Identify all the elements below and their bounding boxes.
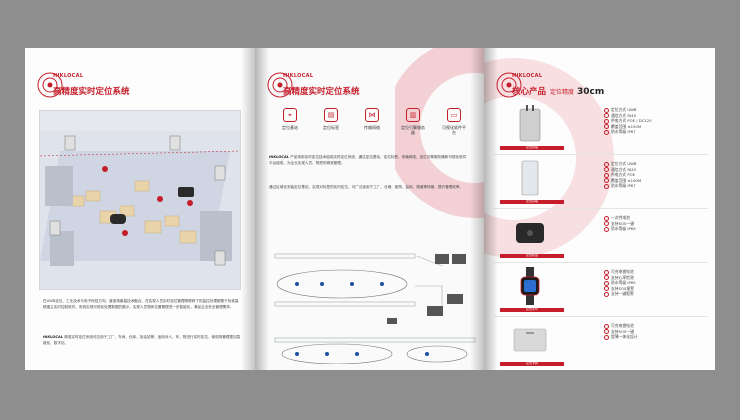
product-name-bar: 定位基站 bbox=[500, 145, 564, 150]
target-logo-icon bbox=[37, 72, 63, 98]
pin-icon: ⌖ bbox=[283, 108, 297, 122]
brand-paragraph: HIKLOCAL 精准实时定位系统可应用于工厂、车间、仓库、加油站等，适用对人、… bbox=[43, 335, 241, 345]
page-fold-shadow bbox=[241, 48, 255, 370]
network-icon: ⋈ bbox=[365, 108, 379, 122]
tag-icon: ▤ bbox=[324, 108, 338, 122]
page-fold-shadow bbox=[255, 48, 269, 370]
page-left: HIKLOCAL 高精度实时定位系统 bbox=[25, 48, 255, 370]
accuracy-label: 定位精度 bbox=[550, 89, 575, 96]
accuracy-value: 30cm bbox=[577, 87, 605, 97]
page-fold-shadow bbox=[484, 48, 498, 370]
brand-label: HIKLOCAL bbox=[53, 73, 84, 79]
target-logo-icon bbox=[267, 72, 293, 98]
component-item: ▥定位引擎服务器 bbox=[400, 108, 426, 135]
page-fold-shadow bbox=[470, 48, 484, 370]
anchor-station-image bbox=[519, 105, 541, 142]
component-icons: ⌖定位基站 ▤定位标签 ⋈传输网络 ▥定位引擎服务器 ▭可视化软件平台 bbox=[277, 108, 467, 135]
product-name-bar: 定位手环 bbox=[500, 307, 564, 312]
panel-station-image bbox=[521, 160, 539, 196]
component-item: ⌖定位基站 bbox=[277, 108, 303, 135]
product-specs: 一次性电池支持SOS一键防水等级 IP65 bbox=[604, 215, 636, 232]
brand-label: HIKLOCAL bbox=[512, 73, 543, 79]
system-topology-diagram bbox=[274, 253, 476, 364]
product-card: 定位卡牌 可充电锂电池支持SOS一键超薄一体化设计 bbox=[494, 318, 708, 370]
server-icon: ▥ bbox=[406, 108, 420, 122]
brand-label: HIKLOCAL bbox=[283, 73, 314, 79]
target-logo-icon bbox=[496, 72, 522, 98]
page-middle: HIKLOCAL 高精度实时定位系统 ⌖定位基站 ▤定位标签 ⋈传输网络 ▥定位… bbox=[255, 48, 484, 370]
deployment-paragraph: 通过区域化安装定位基站，实现对标签的实时定位，可广泛适用于工厂、仓储、医院、监狱… bbox=[269, 185, 464, 189]
decorative-circle bbox=[484, 58, 614, 258]
wristband-image bbox=[520, 267, 540, 305]
component-item: ▤定位标签 bbox=[318, 108, 344, 135]
card-tag-image bbox=[513, 328, 547, 352]
product-name-bar: 定位标签 bbox=[500, 253, 564, 258]
system-paragraph: HIKLOCAL 产品采用实时定位技术组成实时定位系统，通过定位基站、定位标签、… bbox=[269, 155, 467, 165]
page-title: 高精度实时定位系统 bbox=[283, 87, 360, 97]
product-specs: 可充电锂电池支持SOS一键超薄一体化设计 bbox=[604, 323, 638, 340]
decorative-circle bbox=[395, 48, 484, 218]
warehouse-scene bbox=[39, 110, 241, 290]
product-name-bar: 定位卡牌 bbox=[500, 361, 564, 366]
tag-device-image bbox=[516, 223, 544, 243]
component-item: ▭可视化软件平台 bbox=[441, 108, 467, 135]
component-item: ⋈传输网络 bbox=[359, 108, 385, 135]
page-title: 高精度实时定位系统 bbox=[53, 87, 130, 97]
monitor-icon: ▭ bbox=[447, 108, 461, 122]
product-card: 定位标签 一次性电池支持SOS一键防水等级 IP65 bbox=[494, 210, 708, 263]
product-name-bar: 定位基站 bbox=[500, 199, 564, 204]
intro-paragraph: 在UWB定位、工业技术与电子科技方向、营造场景高技术融合、在实现人员实时定位管理… bbox=[43, 299, 239, 309]
